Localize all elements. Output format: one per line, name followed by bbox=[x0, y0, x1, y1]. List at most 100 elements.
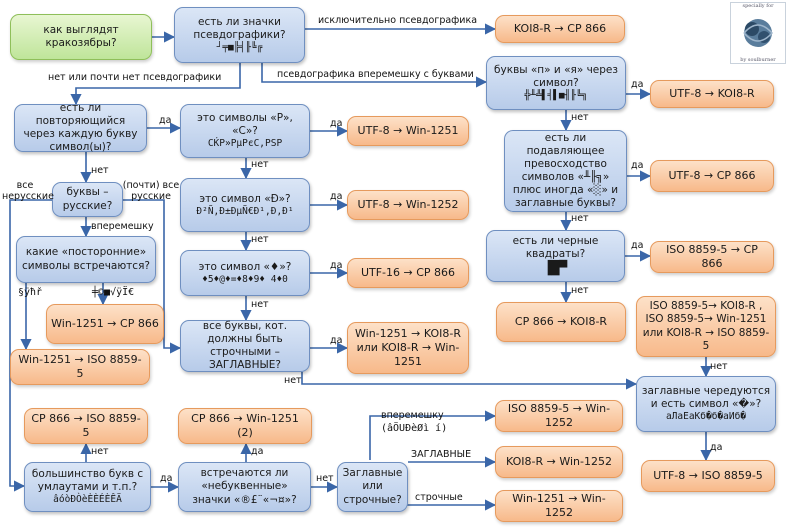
node-foreign-symbols: какие «посторонние» символы встречаются? bbox=[16, 236, 156, 283]
start-node: как выглядят кракозябры? bbox=[10, 14, 152, 60]
result-utf8-win1251: UTF-8 → Win-1251 bbox=[347, 116, 469, 146]
label-no: нет bbox=[251, 159, 269, 170]
label-yes: да bbox=[631, 160, 644, 171]
result-utf8-win1252-text: UTF-8 → Win-1252 bbox=[357, 198, 459, 212]
label-only-pseudographics: исключительно псевдографика bbox=[318, 15, 478, 26]
node-umlauts: большинство букв с умлаутами и т.п.? âóò… bbox=[24, 462, 151, 512]
ink-blot-logo-icon bbox=[743, 19, 773, 47]
label-no: нет bbox=[571, 213, 589, 224]
node-symbol-diamond: это символ «♦»? ♦5♦@♦=♦8♦9♦ 4♦0 bbox=[180, 250, 310, 296]
node-dominance: есть ли подавляющее превосходство символ… bbox=[504, 130, 627, 212]
result-utf8-cp866: UTF-8 → CP 866 bbox=[650, 160, 774, 192]
result-cp866-iso: CP 866 → ISO 8859-5 bbox=[24, 408, 148, 444]
result-utf8-koi8r-text: UTF-8 → KOI8-R bbox=[669, 87, 755, 101]
label-glyphs-b: ╪©■√ÿÏ€ bbox=[92, 287, 135, 298]
node-symbols-r-s: это символы «Р», «С»? СЌР»РµРєС‚РЅР bbox=[180, 104, 310, 158]
node-symbol-diamond-text: это символ «♦»? bbox=[198, 260, 292, 273]
node-has-pseudographics: есть ли значки псевдографики? ┘╤■╠╡╟╚╔ bbox=[174, 7, 305, 63]
label-no: нет bbox=[571, 285, 589, 296]
result-win1251-iso-text: Win-1251 → ISO 8859-5 bbox=[18, 353, 142, 380]
label-yes: да bbox=[710, 442, 723, 453]
edge-lower-alt bbox=[301, 372, 638, 390]
specially-for-badge: specially for by soulburner bbox=[730, 2, 786, 64]
result-win1251-koi8r-text: Win-1251 → KOI8-R или KOI8-R → Win-1251 bbox=[355, 327, 461, 368]
node-foreign-symbols-text: какие «посторонние» символы встречаются? bbox=[22, 246, 150, 272]
label-no: нет bbox=[710, 361, 728, 372]
result-win1251-iso: Win-1251 → ISO 8859-5 bbox=[10, 349, 150, 385]
node-umlauts-text: большинство букв с умлаутами и т.п.? bbox=[31, 467, 144, 494]
label-yes: да bbox=[330, 260, 343, 271]
node-dominance-text: есть ли подавляющее превосходство символ… bbox=[512, 131, 619, 210]
label-no: нет bbox=[571, 112, 589, 123]
node-p-ya-through-symbol: буквы «п» и «я» через символ? ╬╨╩▌╡▌■╢╟╚… bbox=[486, 56, 626, 110]
node-lowercase-are-uppercase: все буквы, кот. должны быть строчными – … bbox=[180, 320, 310, 372]
label-no: нет bbox=[91, 165, 109, 176]
result-utf8-win1251-text: UTF-8 → Win-1251 bbox=[357, 124, 459, 138]
label-yes: да bbox=[330, 191, 343, 202]
node-repeating-symbol-text: есть ли повторяющийся через каждую букву… bbox=[23, 101, 138, 154]
node-nonletter-symbols: встречаются ли «небуквенные» значки «®£¨… bbox=[178, 462, 311, 512]
node-black-squares-glyphs: ▐█▀ bbox=[543, 261, 568, 276]
node-symbol-d-text: это символ «Ð»? bbox=[199, 192, 291, 205]
label-no-pseudographics: нет или почти нет псевдографики bbox=[48, 72, 222, 83]
label-yes: да bbox=[631, 240, 644, 251]
label-almost-all-russian: (почти) все русские bbox=[122, 180, 180, 202]
label-no: нет bbox=[284, 375, 302, 386]
label-yes: да bbox=[330, 335, 343, 346]
result-utf8-win1252: UTF-8 → Win-1252 bbox=[347, 190, 469, 220]
node-upper-or-lower: Заглавные или строчные? bbox=[337, 462, 408, 512]
node-p-ya-glyphs: ╬╨╩▌╡▌■╢╟╚╗ bbox=[524, 90, 588, 102]
node-case-alternates: заглавные чередуются и есть символ «�»? … bbox=[636, 376, 776, 432]
node-russian-letters-text: буквы – русские? bbox=[62, 186, 113, 212]
label-yes: да bbox=[330, 118, 343, 129]
result-iso-cp866-text: ISO 8859-5 → CP 866 bbox=[666, 243, 758, 270]
node-has-pseudographics-text: есть ли значки псевдографики? bbox=[193, 15, 286, 42]
node-lowercase-are-uppercase-text: все буквы, кот. должны быть строчными – … bbox=[202, 319, 288, 372]
result-win1251-win1252: Win-1251 → Win-1252 bbox=[495, 490, 623, 522]
label-mixed-case-glyphs: (âÖUÐèØì í) bbox=[381, 423, 448, 434]
label-yes: да bbox=[251, 446, 264, 457]
node-has-pseudographics-glyphs: ┘╤■╠╡╟╚╔ bbox=[216, 42, 263, 54]
result-cp866-iso-text: CP 866 → ISO 8859-5 bbox=[31, 412, 141, 439]
result-utf16-cp866: UTF-16 → CP 866 bbox=[347, 258, 469, 288]
node-repeating-symbol: есть ли повторяющийся через каждую букву… bbox=[14, 101, 147, 154]
result-iso-multiple-text: ISO 8859-5→ KOI8-R , ISO 8859-5→ Win-125… bbox=[642, 300, 770, 352]
result-koi8r-cp866-text: KOI8-R → CP 866 bbox=[513, 22, 607, 36]
result-iso-cp866: ISO 8859-5 → CP 866 bbox=[650, 241, 774, 273]
result-cp866-win1251-2: CP 866 → Win-1251 (2) bbox=[178, 408, 312, 444]
edge-russian-umlaut bbox=[9, 199, 52, 492]
result-iso-win1252: ISO 8859-5 → Win-1252 bbox=[495, 400, 623, 432]
result-koi8r-win1252-text: KOI8-R → Win-1252 bbox=[506, 455, 612, 469]
node-p-ya-text: буквы «п» и «я» через символ? bbox=[494, 63, 618, 90]
label-no: нет bbox=[91, 446, 109, 457]
node-symbols-r-s-text: это символы «Р», «С»? bbox=[197, 111, 293, 138]
node-russian-letters: буквы – русские? bbox=[52, 182, 123, 217]
node-symbol-diamond-glyphs: ♦5♦@♦=♦8♦9♦ 4♦0 bbox=[202, 273, 288, 285]
badge-top-text: specially for bbox=[742, 3, 774, 9]
result-win1251-koi8r: Win-1251 → KOI8-R или KOI8-R → Win-1251 bbox=[347, 322, 469, 374]
edge-pseudo-repeat bbox=[70, 63, 241, 106]
result-utf16-cp866-text: UTF-16 → CP 866 bbox=[360, 266, 456, 280]
node-upper-or-lower-text: Заглавные или строчные? bbox=[342, 467, 403, 506]
node-symbol-d-glyphs: Ð²Ñ‚Ð±ÐµÑ€Ð¹,Ð,Ð¹ bbox=[196, 205, 294, 217]
label-mixed-case: вперемешку bbox=[381, 410, 444, 421]
result-win1251-win1252-text: Win-1251 → Win-1252 bbox=[512, 492, 606, 519]
result-utf8-iso-text: UTF-8 → ISO 8859-5 bbox=[653, 469, 763, 483]
label-mixed: вперемешку bbox=[91, 221, 154, 232]
label-glyphs-a: §ÿħř bbox=[18, 287, 43, 298]
label-lowercase: строчные bbox=[415, 492, 463, 503]
label-yes: да bbox=[159, 115, 172, 126]
label-no: нет bbox=[316, 473, 334, 484]
edge-russian-lower bbox=[123, 199, 182, 354]
label-no: нет bbox=[251, 299, 269, 310]
node-umlauts-glyphs: âóòÐÒèÈÈÉÈÊÄ bbox=[53, 494, 122, 506]
result-cp866-win1251-2-text: CP 866 → Win-1251 (2) bbox=[191, 412, 299, 439]
result-koi8r-cp866: KOI8-R → CP 866 bbox=[495, 15, 625, 43]
result-iso-win1252-text: ISO 8859-5 → Win-1252 bbox=[507, 402, 611, 429]
node-nonletter-symbols-text: встречаются ли «небуквенные» значки «®£¨… bbox=[192, 467, 297, 506]
node-black-squares: есть ли черные квадраты? ▐█▀ bbox=[486, 230, 625, 282]
start-text: как выглядят кракозябры? bbox=[43, 23, 119, 49]
result-win1251-cp866-text: Win-1251 → CP 866 bbox=[51, 317, 159, 331]
result-iso-multiple: ISO 8859-5→ KOI8-R , ISO 8859-5→ Win-125… bbox=[636, 296, 776, 357]
